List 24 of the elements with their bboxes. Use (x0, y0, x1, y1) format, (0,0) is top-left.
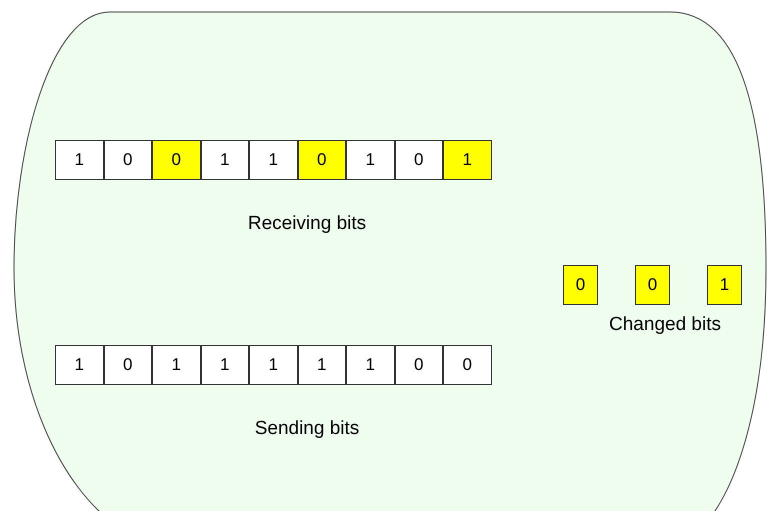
highlighted-bit-cell: 0 (298, 140, 346, 180)
bit-cell: 1 (55, 345, 104, 385)
bit-cell: 1 (200, 345, 249, 385)
bit-cell: 1 (249, 140, 298, 180)
row-caption: Changed bits (609, 314, 721, 336)
bit-cell: 1 (55, 140, 104, 180)
bit-cell: 1 (298, 345, 346, 385)
row-caption: Sending bits (254, 418, 360, 440)
bit-cell: 1 (200, 140, 249, 180)
highlighted-bit-cell: 1 (443, 140, 492, 180)
bit-cell: 1 (152, 345, 200, 385)
bit-cell: 0 (394, 345, 443, 385)
highlighted-bit-cell: 0 (563, 265, 598, 305)
highlighted-bit-cell: 1 (707, 265, 742, 305)
bit-cell: 1 (249, 345, 298, 385)
bit-cell: 0 (394, 140, 443, 180)
row-caption: Receiving bits (248, 213, 366, 235)
bit-cell: 1 (346, 140, 394, 180)
highlighted-bit-cell: 0 (152, 140, 200, 180)
bit-cell: 0 (104, 345, 152, 385)
bit-cell: 1 (346, 345, 394, 385)
highlighted-bit-cell: 0 (635, 265, 670, 305)
bit-cell: 0 (104, 140, 152, 180)
bit-cell: 0 (443, 345, 492, 385)
